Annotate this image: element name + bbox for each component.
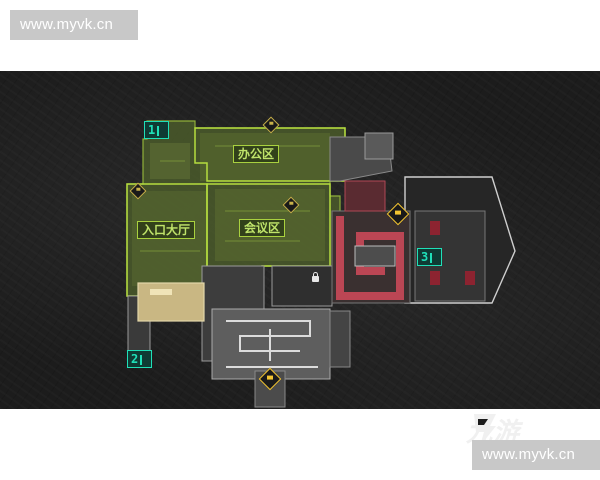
zone-label-lobby: 入口大厅 — [137, 221, 196, 239]
floor-marker-2[interactable]: 2 — [127, 350, 153, 368]
lock-icon — [312, 272, 319, 282]
floor-number-3: 3 — [421, 250, 429, 264]
red-corridor — [331, 180, 411, 304]
jiuyou-logo-icon — [474, 414, 496, 446]
map-floorplan — [126, 120, 516, 408]
stairs-icon — [157, 125, 165, 136]
floor-number-1: 1 — [148, 123, 156, 137]
watermark-top: www.myvk.cn — [10, 10, 138, 40]
game-map: 办公区 入口大厅 会议区 1 2 3 九游 — [0, 71, 600, 448]
zone-label-meeting: 会议区 — [239, 219, 286, 237]
zone-label-office: 办公区 — [233, 145, 280, 163]
floor-number-2: 2 — [131, 352, 139, 366]
grey-rooms — [127, 132, 516, 408]
floor-marker-1[interactable]: 1 — [144, 121, 170, 139]
stairs-icon — [430, 252, 438, 263]
stairs-icon — [140, 354, 148, 365]
yellow-room — [137, 282, 205, 322]
watermark-bottom: www.myvk.cn — [472, 440, 600, 470]
floor-marker-3[interactable]: 3 — [417, 248, 443, 266]
